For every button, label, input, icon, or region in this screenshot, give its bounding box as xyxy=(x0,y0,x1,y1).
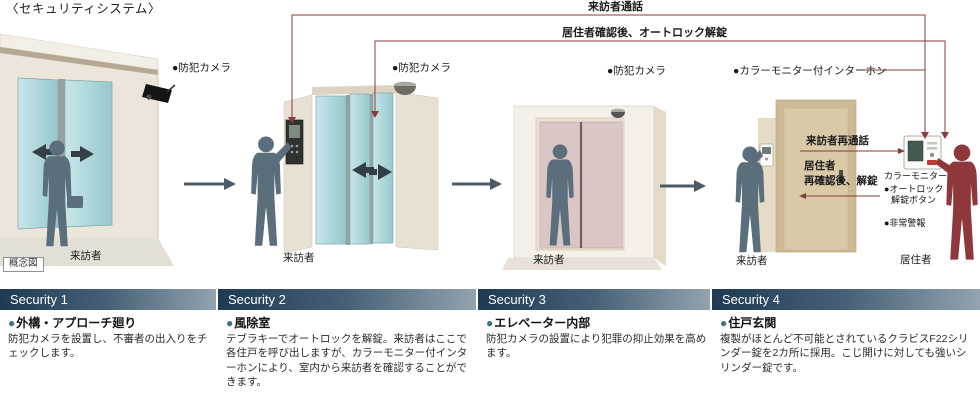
label-visitor-recall: 来訪者再通話 xyxy=(806,135,869,147)
label-resident-reconfirm-1: 居住者 xyxy=(804,160,836,172)
section-1-heading-text: 外構・アプローチ廻り xyxy=(16,316,137,330)
label-security-camera-1: ●防犯カメラ xyxy=(172,62,231,74)
diagram-canvas xyxy=(0,14,978,270)
bullet-icon: ● xyxy=(486,316,494,330)
label-color-monitor: カラーモニター xyxy=(884,171,948,181)
bullet-icon: ● xyxy=(8,316,16,330)
label-emergency-alarm: ●非常警報 xyxy=(884,218,926,228)
security-bar-2-label: Security 2 xyxy=(228,292,286,307)
label-visitor-call: 来訪者通話 xyxy=(588,1,643,13)
communication-flow-lines xyxy=(291,14,946,197)
security-bar-4: Security 4 xyxy=(712,289,980,310)
section-2-heading: ●風除室 xyxy=(226,314,270,331)
label-security-camera-3: ●防犯カメラ xyxy=(607,65,666,77)
scene-2-vestibule xyxy=(251,81,439,254)
scene-3-elevator xyxy=(502,105,666,270)
label-unlock-after-confirm: 居住者確認後、オートロック解錠 xyxy=(562,27,727,39)
section-2-body: テブラキーでオートロックを解錠。来訪者はここで各住戸を呼び出しますが、カラーモニ… xyxy=(226,333,468,388)
label-visitor-4: 来訪者 xyxy=(736,255,768,267)
section-4-heading: ●住戸玄関 xyxy=(720,314,776,331)
scene-1-approach xyxy=(0,33,176,266)
security-camera-icon xyxy=(142,84,176,103)
security-bar-1: Security 1 xyxy=(0,289,216,310)
scene-4-entrance xyxy=(735,99,978,260)
security-bar-3: Security 3 xyxy=(478,289,710,310)
section-3-heading-text: エレベーター内部 xyxy=(494,316,591,330)
security-bar-2: Security 2 xyxy=(218,289,476,310)
section-3-body: 防犯カメラの設置により犯罪の抑止効果を高めます。 xyxy=(486,333,707,360)
dome-camera-icon xyxy=(394,81,416,95)
label-color-monitor-intercom: ●カラーモニター付インターホン xyxy=(733,65,887,77)
section-4-heading-text: 住戸玄関 xyxy=(728,316,777,330)
bullet-icon: ● xyxy=(720,316,728,330)
visitor-silhouette xyxy=(251,136,291,246)
section-1-body: 防犯カメラを設置し、不審者の出入りをチェックします。 xyxy=(8,333,208,360)
label-resident: 居住者 xyxy=(900,254,932,266)
security-bar-3-label: Security 3 xyxy=(488,292,546,307)
security-bar-4-label: Security 4 xyxy=(722,292,780,307)
concept-note-badge: 概念図 xyxy=(3,257,44,272)
door-intercom-icon xyxy=(759,143,774,167)
section-3-heading: ●エレベーター内部 xyxy=(486,314,590,331)
resident-silhouette xyxy=(936,144,978,260)
label-visitor-1: 来訪者 xyxy=(70,250,102,262)
label-autolock-button-1: ●オートロック xyxy=(884,184,944,194)
label-visitor-2: 来訪者 xyxy=(283,252,315,264)
label-resident-reconfirm-2: 再確認後、解錠 xyxy=(804,175,878,187)
section-1-heading: ●外構・アプローチ廻り xyxy=(8,314,136,331)
label-visitor-3: 来訪者 xyxy=(533,254,565,266)
security-bar-1-label: Security 1 xyxy=(10,292,68,307)
visitor-silhouette xyxy=(42,140,83,247)
bullet-icon: ● xyxy=(226,316,234,330)
door-open-arrows-icon xyxy=(352,162,392,180)
intercom-panel-icon xyxy=(285,119,304,165)
section-2-heading-text: 風除室 xyxy=(234,316,271,330)
label-autolock-button-2: 解錠ボタン xyxy=(891,195,937,205)
flow-arrowhead-icons xyxy=(288,111,949,199)
label-security-camera-2: ●防犯カメラ xyxy=(392,62,451,74)
monitor-intercom-icon xyxy=(903,135,942,170)
visitor-silhouette xyxy=(735,146,765,253)
scene-sequence-arrows xyxy=(184,178,706,192)
page-title: 〈セキュリティシステム〉 xyxy=(6,2,161,16)
dome-camera-icon xyxy=(611,108,625,118)
section-4-body: 複製がほとんど不可能とされているクラビスF22シリンダー錠を2カ所に採用。こじ開… xyxy=(720,333,969,374)
